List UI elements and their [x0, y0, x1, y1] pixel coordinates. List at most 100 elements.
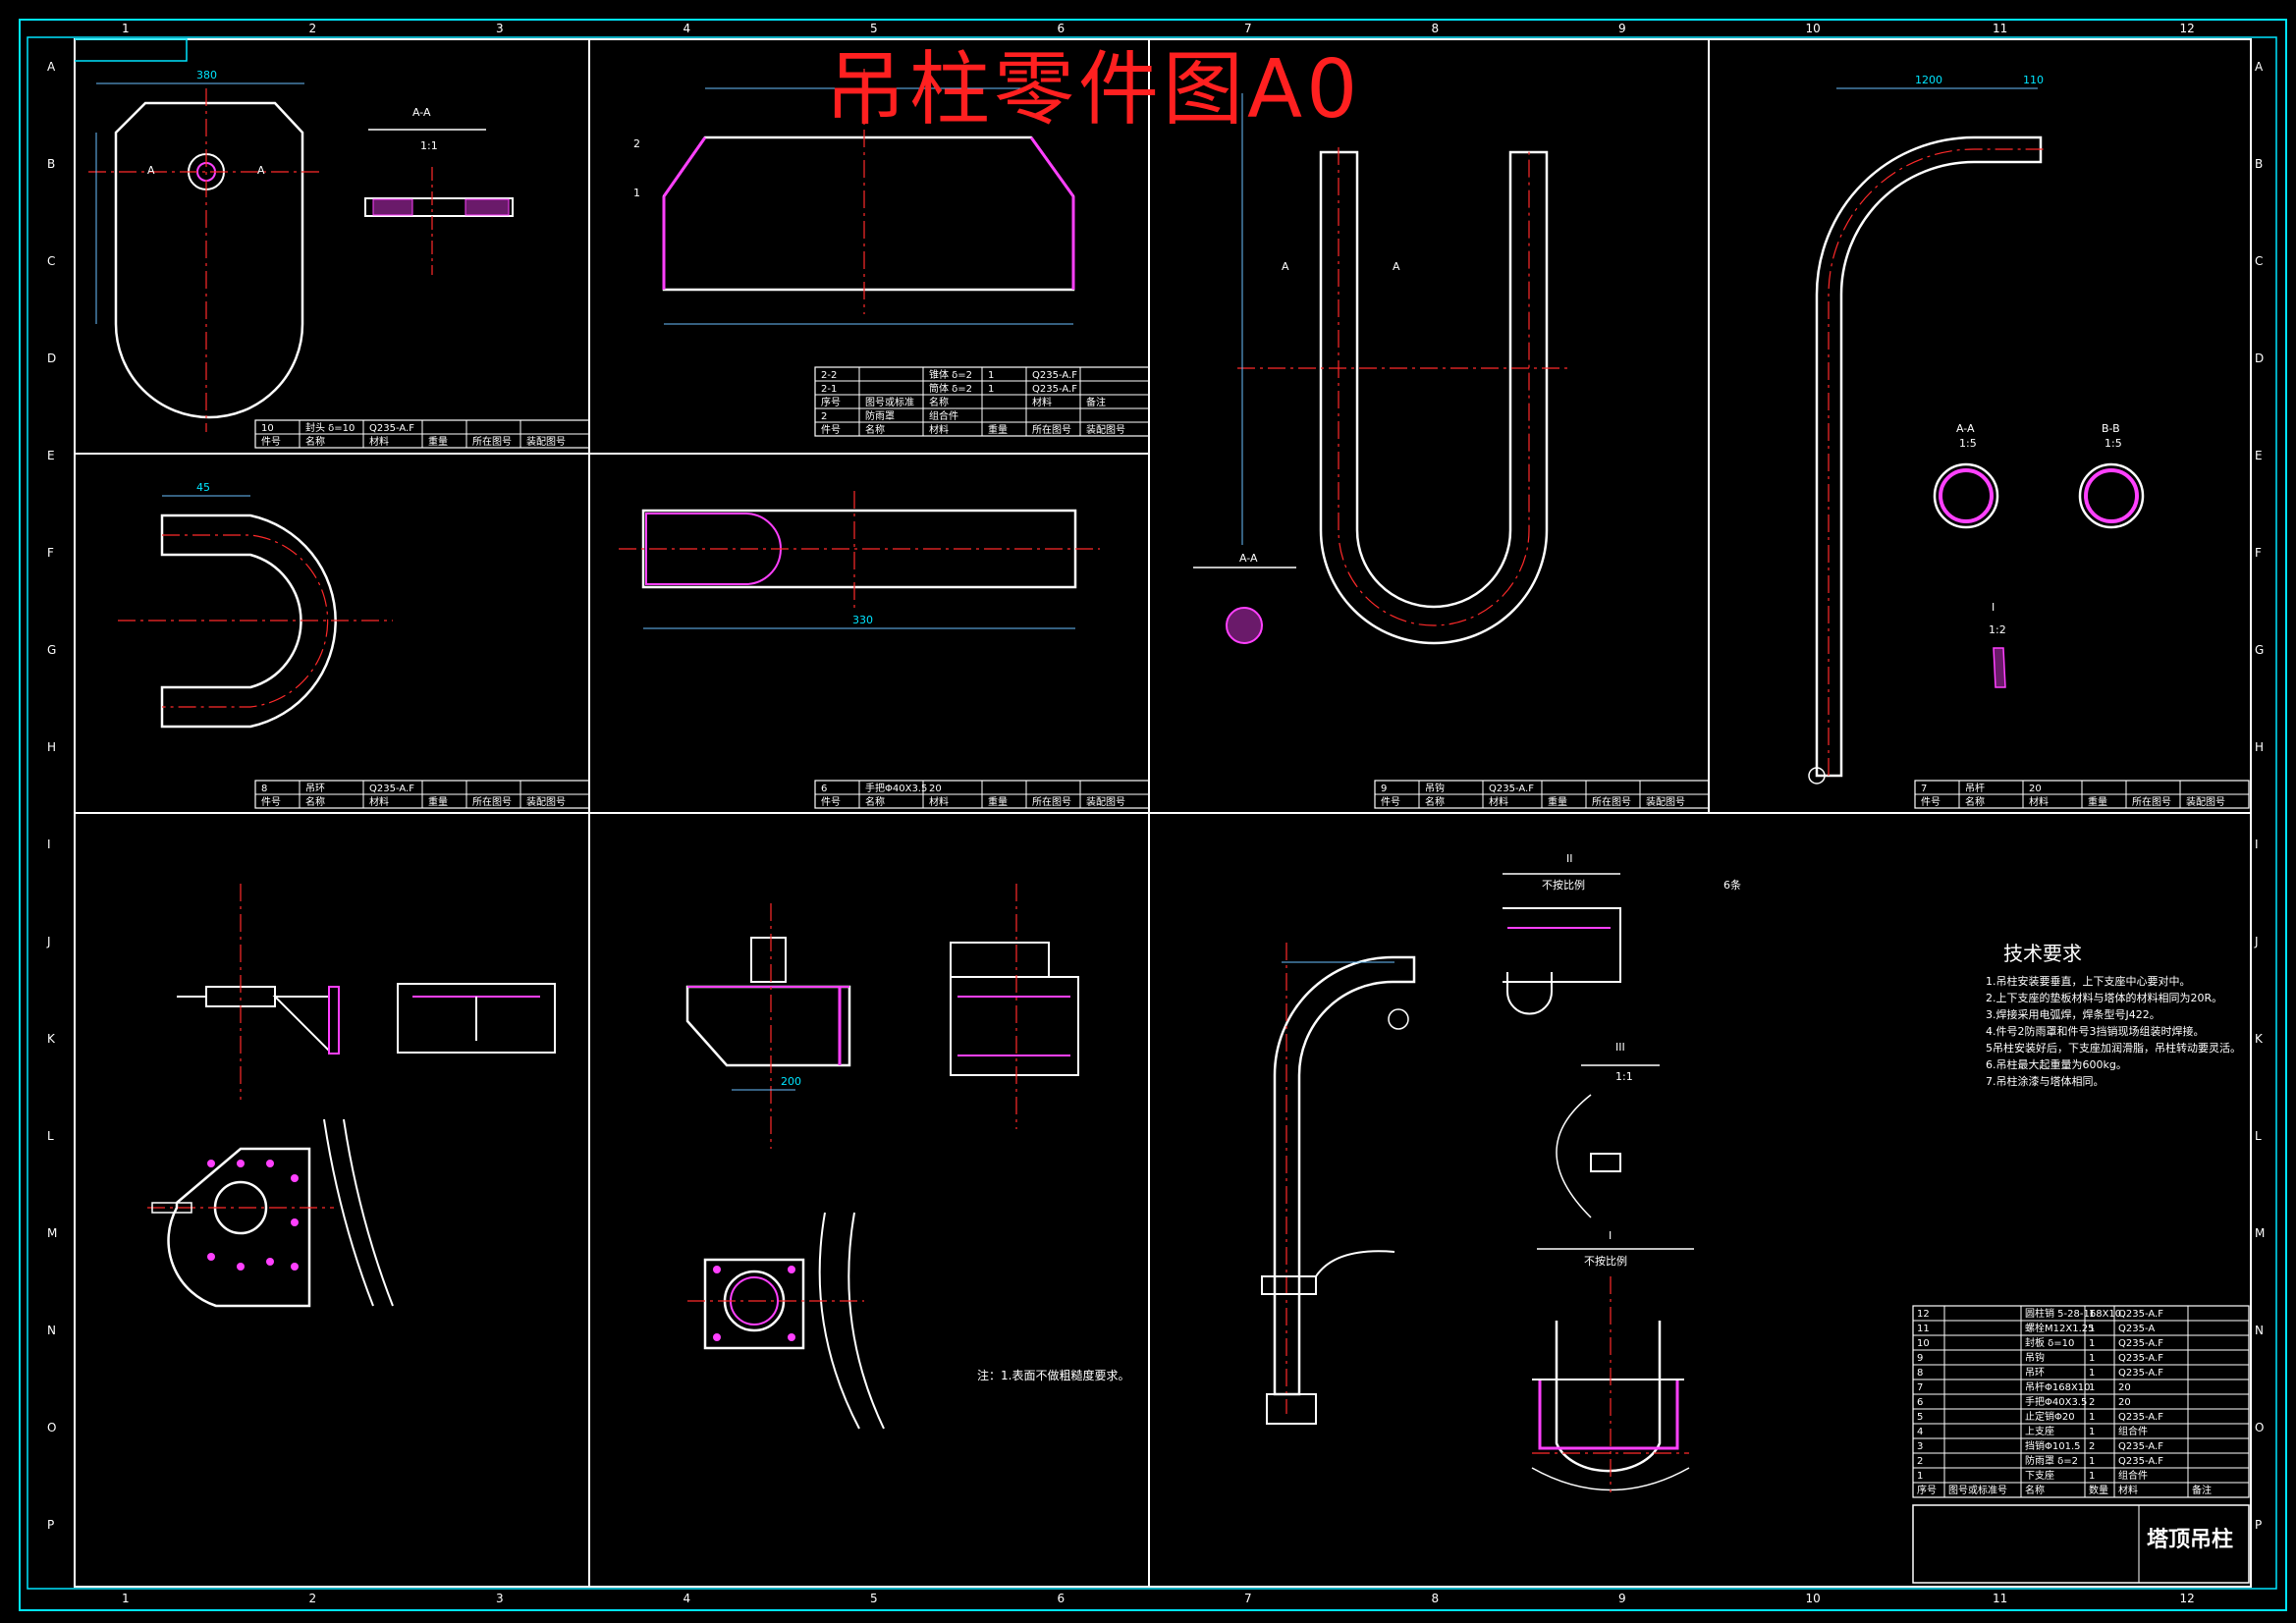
zone-col-bottom: 7	[1244, 1592, 1252, 1605]
bom-cell: 10	[1917, 1338, 1930, 1349]
bom-frame	[1912, 1305, 2250, 1498]
bom-cell: 1	[2089, 1412, 2095, 1423]
part-table-cell: 2-1	[821, 384, 837, 395]
part-table-cell: 件号	[261, 796, 281, 808]
part-table-cell: 重量	[988, 423, 1008, 436]
part-table-cell: 名称	[305, 795, 325, 808]
part-table-cell: 名称	[1425, 795, 1445, 808]
part-table-cell: 材料	[369, 435, 389, 448]
part-table-cell: 所在图号	[472, 436, 512, 448]
svg-text:200: 200	[781, 1075, 801, 1088]
zone-col-top: 5	[870, 22, 878, 35]
zone-row-left: F	[47, 546, 54, 560]
svg-text:1:5: 1:5	[1959, 437, 1977, 450]
zone-row-left: N	[47, 1324, 56, 1337]
part-table-cell: Q235-A.F	[1032, 370, 1077, 381]
bom-cell: Q235-A.F	[2118, 1368, 2163, 1379]
part-table-cell: 装配图号	[526, 435, 566, 448]
zone-col-top: 6	[1058, 22, 1066, 35]
bom-cell: 螺栓M12X1.25	[2025, 1322, 2094, 1334]
dim-380: 380	[196, 69, 217, 81]
zone-col-top: 12	[2180, 22, 2195, 35]
part-table-cell: 吊钩	[1425, 783, 1445, 794]
zone-col-top: 2	[309, 22, 317, 35]
zone-row-right: F	[2255, 546, 2262, 560]
bom-cell: 1	[2089, 1471, 2095, 1482]
zone-col-bottom: 4	[683, 1592, 691, 1605]
zone-col-bottom: 3	[496, 1592, 504, 1605]
zone-col-bottom: 10	[1806, 1592, 1821, 1605]
part-table-cell: 1	[988, 384, 994, 395]
zone-row-left: G	[47, 643, 56, 657]
part-table-cell: 封头 δ=10	[305, 421, 355, 434]
bom-cell: 防雨罩 δ=2	[2025, 1454, 2078, 1467]
part-table-cell: 装配图号	[526, 795, 566, 808]
tech-req-line: 1.吊柱安装要垂直，上下支座中心要对中。	[1986, 974, 2191, 988]
zone-col-top: 8	[1432, 22, 1440, 35]
zone-row-right: G	[2255, 643, 2264, 657]
bom-cell: 圆柱销 5-28-168X10	[2025, 1307, 2121, 1320]
tech-req-line: 2.上下支座的垫板材料与塔体的材料相同为20R。	[1986, 991, 2222, 1004]
zone-row-left: D	[47, 352, 56, 365]
bom-cell: 材料	[2118, 1484, 2138, 1496]
part-table-cell: 件号	[1381, 796, 1400, 808]
part-table-cell: 件号	[1921, 796, 1941, 808]
bom-cell: 3	[1917, 1441, 1923, 1452]
tech-req-line: 7.吊柱涂漆与塔体相同。	[1986, 1074, 2105, 1088]
bom-cell: 4	[1917, 1427, 1923, 1437]
title-block	[1912, 1504, 2250, 1584]
part-table-cell: 件号	[261, 436, 281, 448]
part-table-cell: 装配图号	[1086, 795, 1125, 808]
zone-row-right: L	[2255, 1129, 2262, 1143]
svg-text:1200: 1200	[1915, 74, 1942, 86]
part-table-cell: 材料	[1489, 795, 1508, 808]
bom-cell: Q235-A	[2118, 1324, 2155, 1334]
svg-text:1: 1	[633, 187, 640, 199]
bom-cell: 1	[2089, 1456, 2095, 1467]
part-table-cell: 7	[1921, 784, 1927, 794]
part-table-cell: 材料	[2029, 795, 2049, 808]
zone-row-right: C	[2255, 254, 2263, 268]
svg-text:1:5: 1:5	[2105, 437, 2122, 450]
bom-cell: 数量	[2089, 1484, 2108, 1496]
part-table-cell: 重量	[428, 795, 448, 808]
svg-text:不按比例: 不按比例	[1584, 1254, 1627, 1268]
part-boom-pipe: 1200 110 A-A 1:5 B-B 1:5 I 1:2	[1808, 74, 2145, 784]
zone-row-left: O	[47, 1421, 56, 1434]
zone-row-left: I	[47, 838, 51, 851]
zone-row-right: D	[2255, 352, 2264, 365]
part-upper-support	[147, 884, 556, 1308]
zone-col-bottom: 9	[1618, 1592, 1626, 1605]
zone-col-bottom: 12	[2180, 1592, 2195, 1605]
svg-text:A: A	[1393, 260, 1400, 273]
part-handle: 330	[619, 491, 1100, 629]
part-table-cell: Q235-A.F	[369, 423, 414, 434]
part-table-cell: 装配图号	[1646, 795, 1685, 808]
part-table-cell: 材料	[929, 423, 949, 436]
zone-row-left: A	[47, 60, 56, 74]
bom-cell: 1	[2089, 1353, 2095, 1364]
bom-cell: 7	[1917, 1382, 1923, 1393]
svg-text:A-A: A-A	[1956, 422, 1975, 435]
bom-cell: 吊杆Φ168X10	[2025, 1381, 2091, 1393]
part-table-cell: 9	[1381, 784, 1387, 794]
svg-text:A-A: A-A	[1239, 552, 1258, 565]
part-table-cell: 名称	[1965, 795, 1985, 808]
zone-row-right: I	[2255, 838, 2259, 851]
part-table-cell: 件号	[821, 424, 841, 436]
part-lower-support: 200 注：1.表面不做粗糙度要求。	[685, 884, 1129, 1430]
part-table-cell: 重量	[1548, 795, 1567, 808]
part-table-cell: 图号或标准	[865, 397, 914, 408]
zone-col-top: 4	[683, 22, 691, 35]
zone-row-left: E	[47, 449, 55, 462]
bom-cell: 1	[2089, 1368, 2095, 1379]
bom-cell: 上支座	[2025, 1425, 2054, 1437]
bom-cell: 封板 δ=10	[2025, 1336, 2074, 1349]
part-table-cell: 重量	[2088, 795, 2107, 808]
tech-req-line: 5吊柱安装好后，下支座加润滑脂，吊柱转动要灵活。	[1986, 1041, 2241, 1055]
svg-text:1:2: 1:2	[1989, 623, 2006, 636]
